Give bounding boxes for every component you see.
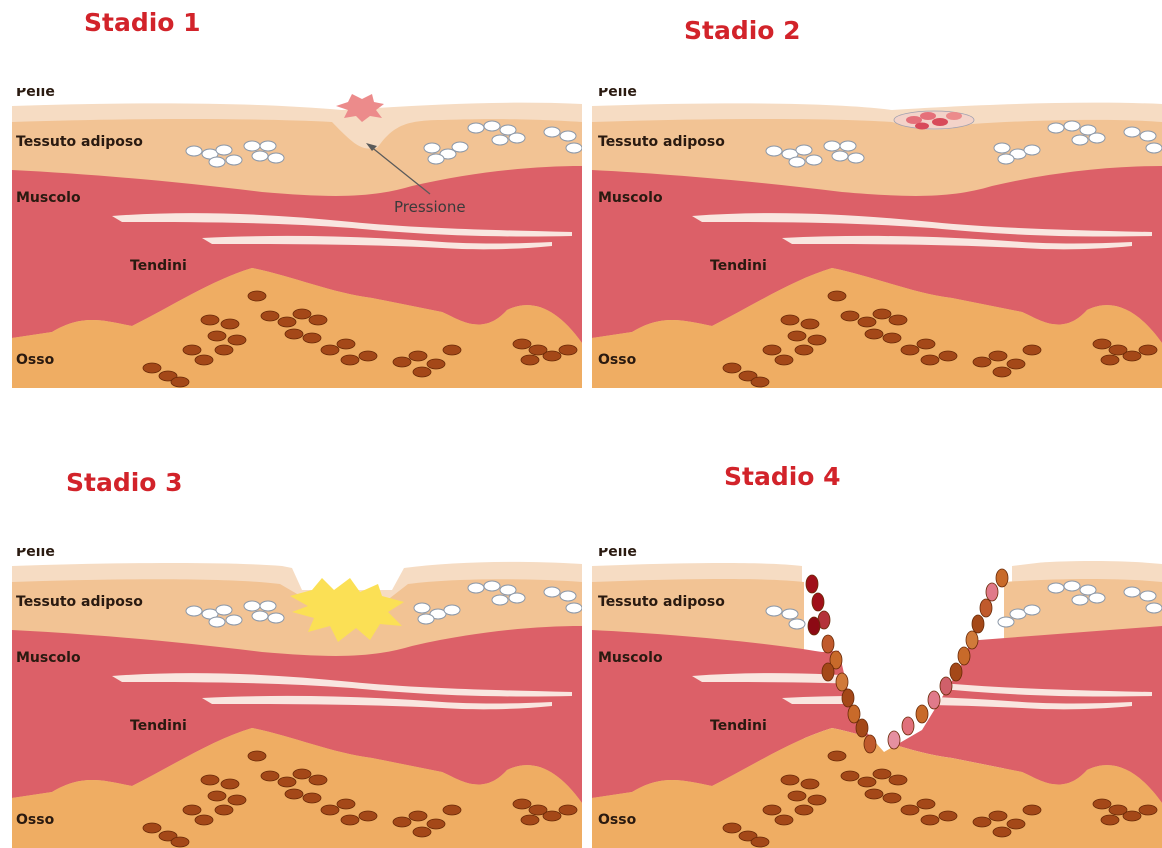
fat-label: Tessuto adiposo: [598, 594, 725, 610]
skin-label: Pelle: [16, 548, 55, 560]
skin-label: Pelle: [16, 88, 55, 100]
stage-4-panel: Pelle Tessuto adiposo Muscolo Tendini Os…: [592, 548, 1162, 848]
muscle-label: Muscolo: [598, 190, 663, 206]
fat-label: Tessuto adiposo: [598, 134, 725, 150]
stage-1-illustration: [12, 88, 582, 388]
stage-1-panel: Pelle Tessuto adiposo Muscolo Tendini Os…: [12, 88, 582, 388]
bone-label: Osso: [16, 352, 54, 368]
fat-label: Tessuto adiposo: [16, 134, 143, 150]
muscle-label: Muscolo: [16, 650, 81, 666]
bone-label: Osso: [16, 812, 54, 828]
stage-2-lesion: [894, 111, 974, 130]
stage-1-title: Stadio 1: [84, 8, 201, 37]
bone-label: Osso: [598, 812, 636, 828]
stage-3-panel: Pelle Tessuto adiposo Muscolo Tendini Os…: [12, 548, 582, 848]
stage-4-title: Stadio 4: [724, 462, 841, 491]
skin-label: Pelle: [598, 88, 637, 100]
skin-label: Pelle: [598, 548, 637, 560]
stage-2-panel: Pelle Tessuto adiposo Muscolo Tendini Os…: [592, 88, 1162, 388]
stage-3-illustration: [12, 548, 582, 848]
tendons-label: Tendini: [130, 258, 187, 274]
muscle-label: Muscolo: [16, 190, 81, 206]
pressure-label: Pressione: [394, 198, 466, 216]
tendons-label: Tendini: [130, 718, 187, 734]
bone-label: Osso: [598, 352, 636, 368]
muscle-label: Muscolo: [598, 650, 663, 666]
tendons-label: Tendini: [710, 258, 767, 274]
stage-4-illustration: [592, 548, 1162, 848]
stage-3-title: Stadio 3: [66, 468, 183, 497]
fat-label: Tessuto adiposo: [16, 594, 143, 610]
stage-2-illustration: [592, 88, 1162, 388]
tendons-label: Tendini: [710, 718, 767, 734]
stage-2-title: Stadio 2: [684, 16, 801, 45]
